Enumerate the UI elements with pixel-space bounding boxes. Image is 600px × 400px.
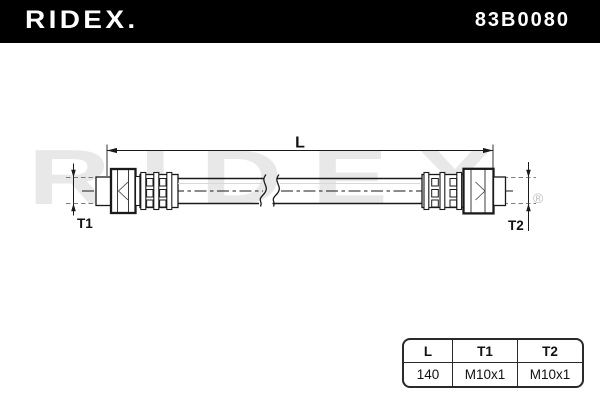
arrowhead-up-icon: [526, 203, 531, 212]
dimension-line-T1: [66, 163, 136, 216]
arrowhead-down-icon: [526, 169, 531, 178]
hose-tube: [178, 174, 422, 207]
spec-value-L: 140: [404, 363, 453, 386]
left-flare-cone: [117, 181, 129, 201]
left-collar-windows: [146, 178, 167, 208]
brand-logo: RIDEX.: [25, 6, 139, 34]
left-fitting: [95, 167, 179, 215]
break-squiggle-left: [259, 174, 267, 207]
dim-label-T1: T1: [77, 216, 93, 231]
arrowhead-up-icon: [71, 203, 76, 212]
right-collar-windows: [431, 178, 458, 208]
break-squiggle-right: [272, 174, 280, 207]
spec-value-T1: M10x1: [453, 363, 518, 386]
arrowhead-left-icon: [107, 147, 117, 154]
spec-col-header-L: L: [404, 340, 453, 362]
right-hex-nut: [462, 167, 495, 215]
dim-label-T2: T2: [508, 218, 524, 233]
right-flare-cone: [475, 181, 486, 201]
part-number: 83B0080: [474, 9, 570, 31]
dimension-line-L: [106, 144, 494, 176]
header-bar: RIDEX. 83B0080: [0, 0, 600, 43]
right-fitting: [421, 167, 507, 215]
spec-table-value-row: 140 M10x1 M10x1: [404, 363, 582, 386]
dim-label-L: L: [295, 135, 305, 152]
left-hex-nut: [109, 167, 137, 215]
spec-table-header-row: L T1 T2: [404, 340, 582, 363]
arrowhead-right-icon: [483, 147, 493, 154]
spec-value-T2: M10x1: [529, 367, 571, 382]
spec-col-header-T2: T2: [542, 343, 558, 359]
spec-table: L T1 T2 140 M10x1 M10x1: [402, 338, 584, 388]
arrowhead-down-icon: [71, 169, 76, 178]
spec-col-header-T1: T1: [453, 340, 518, 362]
